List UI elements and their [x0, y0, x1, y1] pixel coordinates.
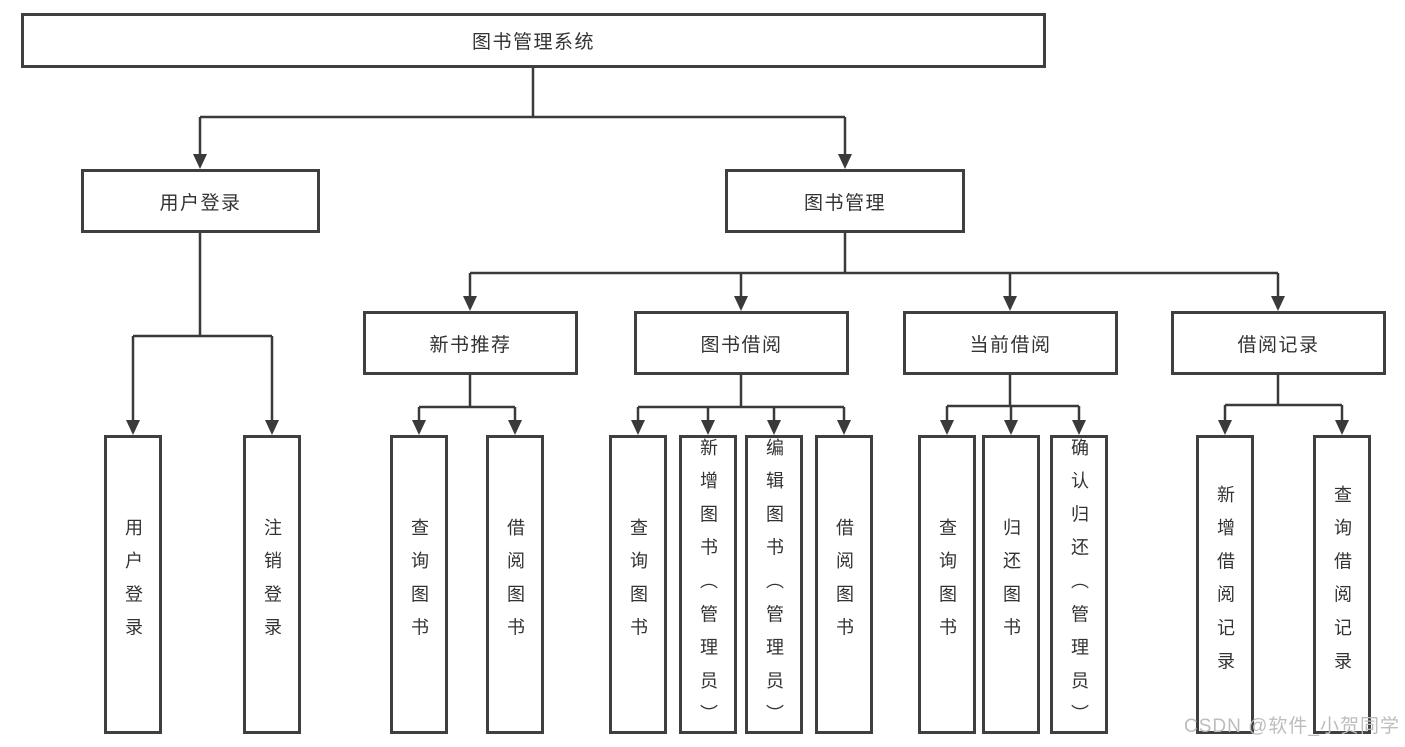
- arrow-down-icon: [837, 420, 851, 435]
- connector-user-login-children: [131, 233, 274, 422]
- arrow-down-icon: [1072, 420, 1086, 435]
- node-borrow-records: 借阅记录: [1171, 311, 1386, 375]
- arrow-down-icon: [508, 420, 522, 435]
- arrow-down-icon: [265, 420, 279, 435]
- connector-root-split: [198, 68, 847, 156]
- arrow-down-icon: [463, 296, 477, 311]
- leaf-current-return-books: 归还图书: [982, 435, 1040, 734]
- node-new-book-recommendation: 新书推荐: [363, 311, 578, 375]
- node-book-management: 图书管理: [725, 169, 965, 233]
- arrow-down-icon: [631, 420, 645, 435]
- arrow-down-icon: [767, 420, 781, 435]
- leaf-current-confirm-return-admin: 确认归还（管理员）: [1050, 435, 1108, 738]
- leaf-records-add-record: 新增借阅记录: [1196, 435, 1254, 734]
- arrow-down-icon: [412, 420, 426, 435]
- node-user-login: 用户登录: [81, 169, 320, 233]
- arrow-down-icon: [1003, 296, 1017, 311]
- leaf-records-query-record: 查询借阅记录: [1313, 435, 1371, 734]
- leaf-borrowing-query-books: 查询图书: [609, 435, 667, 734]
- leaf-borrowing-add-books-admin: 新增图书（管理员）: [679, 435, 737, 738]
- arrowhead-icons: [126, 154, 1349, 435]
- connector-current-borrowing-children: [945, 375, 1081, 422]
- arrow-down-icon: [1218, 420, 1232, 435]
- node-current-borrowing: 当前借阅: [903, 311, 1118, 375]
- leaf-borrowing-edit-books-admin: 编辑图书（管理员）: [745, 435, 803, 738]
- leaf-user-login: 用户登录: [104, 435, 162, 734]
- csdn-watermark: CSDN @软件_小贺同学: [1184, 716, 1400, 737]
- arrow-down-icon: [701, 420, 715, 435]
- arrow-down-icon: [126, 420, 140, 435]
- leaf-borrowing-borrow-books: 借阅图书: [815, 435, 873, 734]
- arrow-down-icon: [838, 154, 852, 169]
- arrow-down-icon: [1004, 420, 1018, 435]
- arrow-down-icon: [734, 296, 748, 311]
- node-system-root: 图书管理系统: [21, 13, 1046, 68]
- arrow-down-icon: [193, 154, 207, 169]
- leaf-current-query-books: 查询图书: [918, 435, 976, 734]
- node-book-borrowing: 图书借阅: [634, 311, 849, 375]
- leaf-newbook-query-books: 查询图书: [390, 435, 448, 734]
- arrow-down-icon: [940, 420, 954, 435]
- connector-borrow-records-children: [1223, 375, 1344, 422]
- leaf-newbook-borrow-books: 借阅图书: [486, 435, 544, 734]
- arrow-down-icon: [1335, 420, 1349, 435]
- connector-new-book-children: [417, 375, 517, 422]
- leaf-logout: 注销登录: [243, 435, 301, 734]
- connector-book-borrowing-children: [636, 375, 846, 422]
- connector-book-management-children: [468, 233, 1280, 298]
- arrow-down-icon: [1271, 296, 1285, 311]
